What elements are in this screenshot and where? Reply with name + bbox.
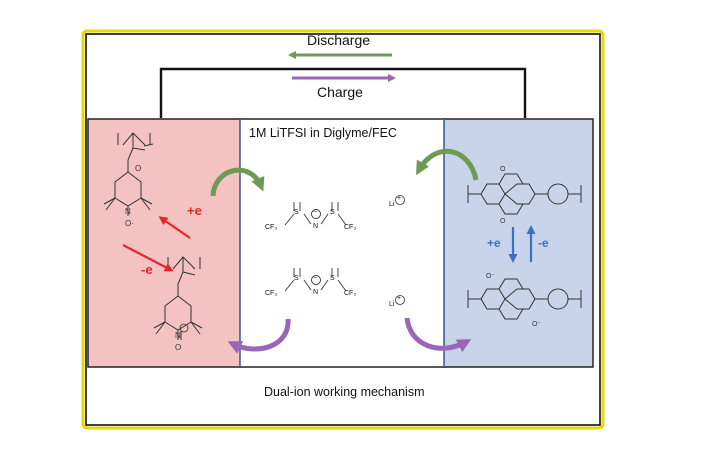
left-minus-e-label: -e xyxy=(141,262,153,277)
li-cation-label: Li xyxy=(389,201,395,208)
anode-panel xyxy=(443,118,594,368)
cathode-panel xyxy=(87,118,241,368)
anion-charge-arrow xyxy=(227,318,291,354)
right-minus-e-label: -e xyxy=(538,236,549,250)
tempo-oradical-label: O· xyxy=(125,219,134,228)
tfsi-minus: − xyxy=(313,275,318,282)
tfsi-s-left: S xyxy=(294,275,299,282)
ptcdi-ominus-top: O⁻ xyxy=(486,273,495,280)
discharge-label: Discharge xyxy=(307,32,371,48)
li-cation-label: Li xyxy=(389,301,395,308)
inner-frame xyxy=(85,33,601,426)
ptcdi-o-top: O xyxy=(500,166,506,173)
li-cation-charge xyxy=(395,195,405,205)
tempo-o-label: O xyxy=(135,164,141,173)
tfsi-s-right: S xyxy=(330,275,335,282)
tfsi-minus: − xyxy=(313,209,318,216)
electrolyte-region xyxy=(239,118,445,368)
tempo-n-label: N xyxy=(125,207,131,216)
ptcdi-ominus-bottom: O⁻ xyxy=(532,321,541,328)
left-oxidation-arrow xyxy=(158,216,191,239)
external-circuit-wire xyxy=(159,67,527,118)
charge-label: Charge xyxy=(317,84,363,100)
li-cation-plus: + xyxy=(397,295,402,302)
mechanism-caption: Dual-ion working mechanism xyxy=(264,385,425,399)
anion-discharge-arrow xyxy=(210,167,265,197)
tempo-polymer-oxidized xyxy=(153,256,203,340)
ptcdi-polymer-reduced xyxy=(467,278,582,320)
tempo-polymer-radical xyxy=(103,132,154,216)
cation-discharge-arrow xyxy=(416,148,479,181)
tfsi-cf3-left: CF₃ xyxy=(265,290,278,297)
tfsi-cf3-right: CF₃ xyxy=(344,224,357,231)
tfsi-n: N xyxy=(313,223,319,230)
ptcdi-polymer-neutral xyxy=(467,173,582,215)
oxo-n-label: N xyxy=(175,331,181,340)
tfsi-cf3-left: CF₃ xyxy=(265,224,278,231)
tfsi-cf3-right: CF₃ xyxy=(344,290,357,297)
right-plus-e-label: +e xyxy=(487,236,501,250)
oxoammonium-charge xyxy=(179,323,189,333)
li-cation-charge xyxy=(395,295,405,305)
tfsi-anion xyxy=(284,202,347,226)
ptcdi-o-bottom: O xyxy=(500,218,506,225)
electrolyte-label: 1M LiTFSI in Diglyme/FEC xyxy=(249,126,397,140)
left-plus-e-label: +e xyxy=(187,203,202,218)
tfsi-s-right: S xyxy=(330,209,335,216)
oxo-o-label: O xyxy=(175,343,181,352)
li-cation-plus: + xyxy=(397,195,402,202)
left-reduction-arrow xyxy=(122,244,174,272)
tfsi-s-left: S xyxy=(294,209,299,216)
cation-charge-arrow xyxy=(404,317,472,352)
tfsi-anion xyxy=(284,268,347,292)
tfsi-n: N xyxy=(313,289,319,296)
